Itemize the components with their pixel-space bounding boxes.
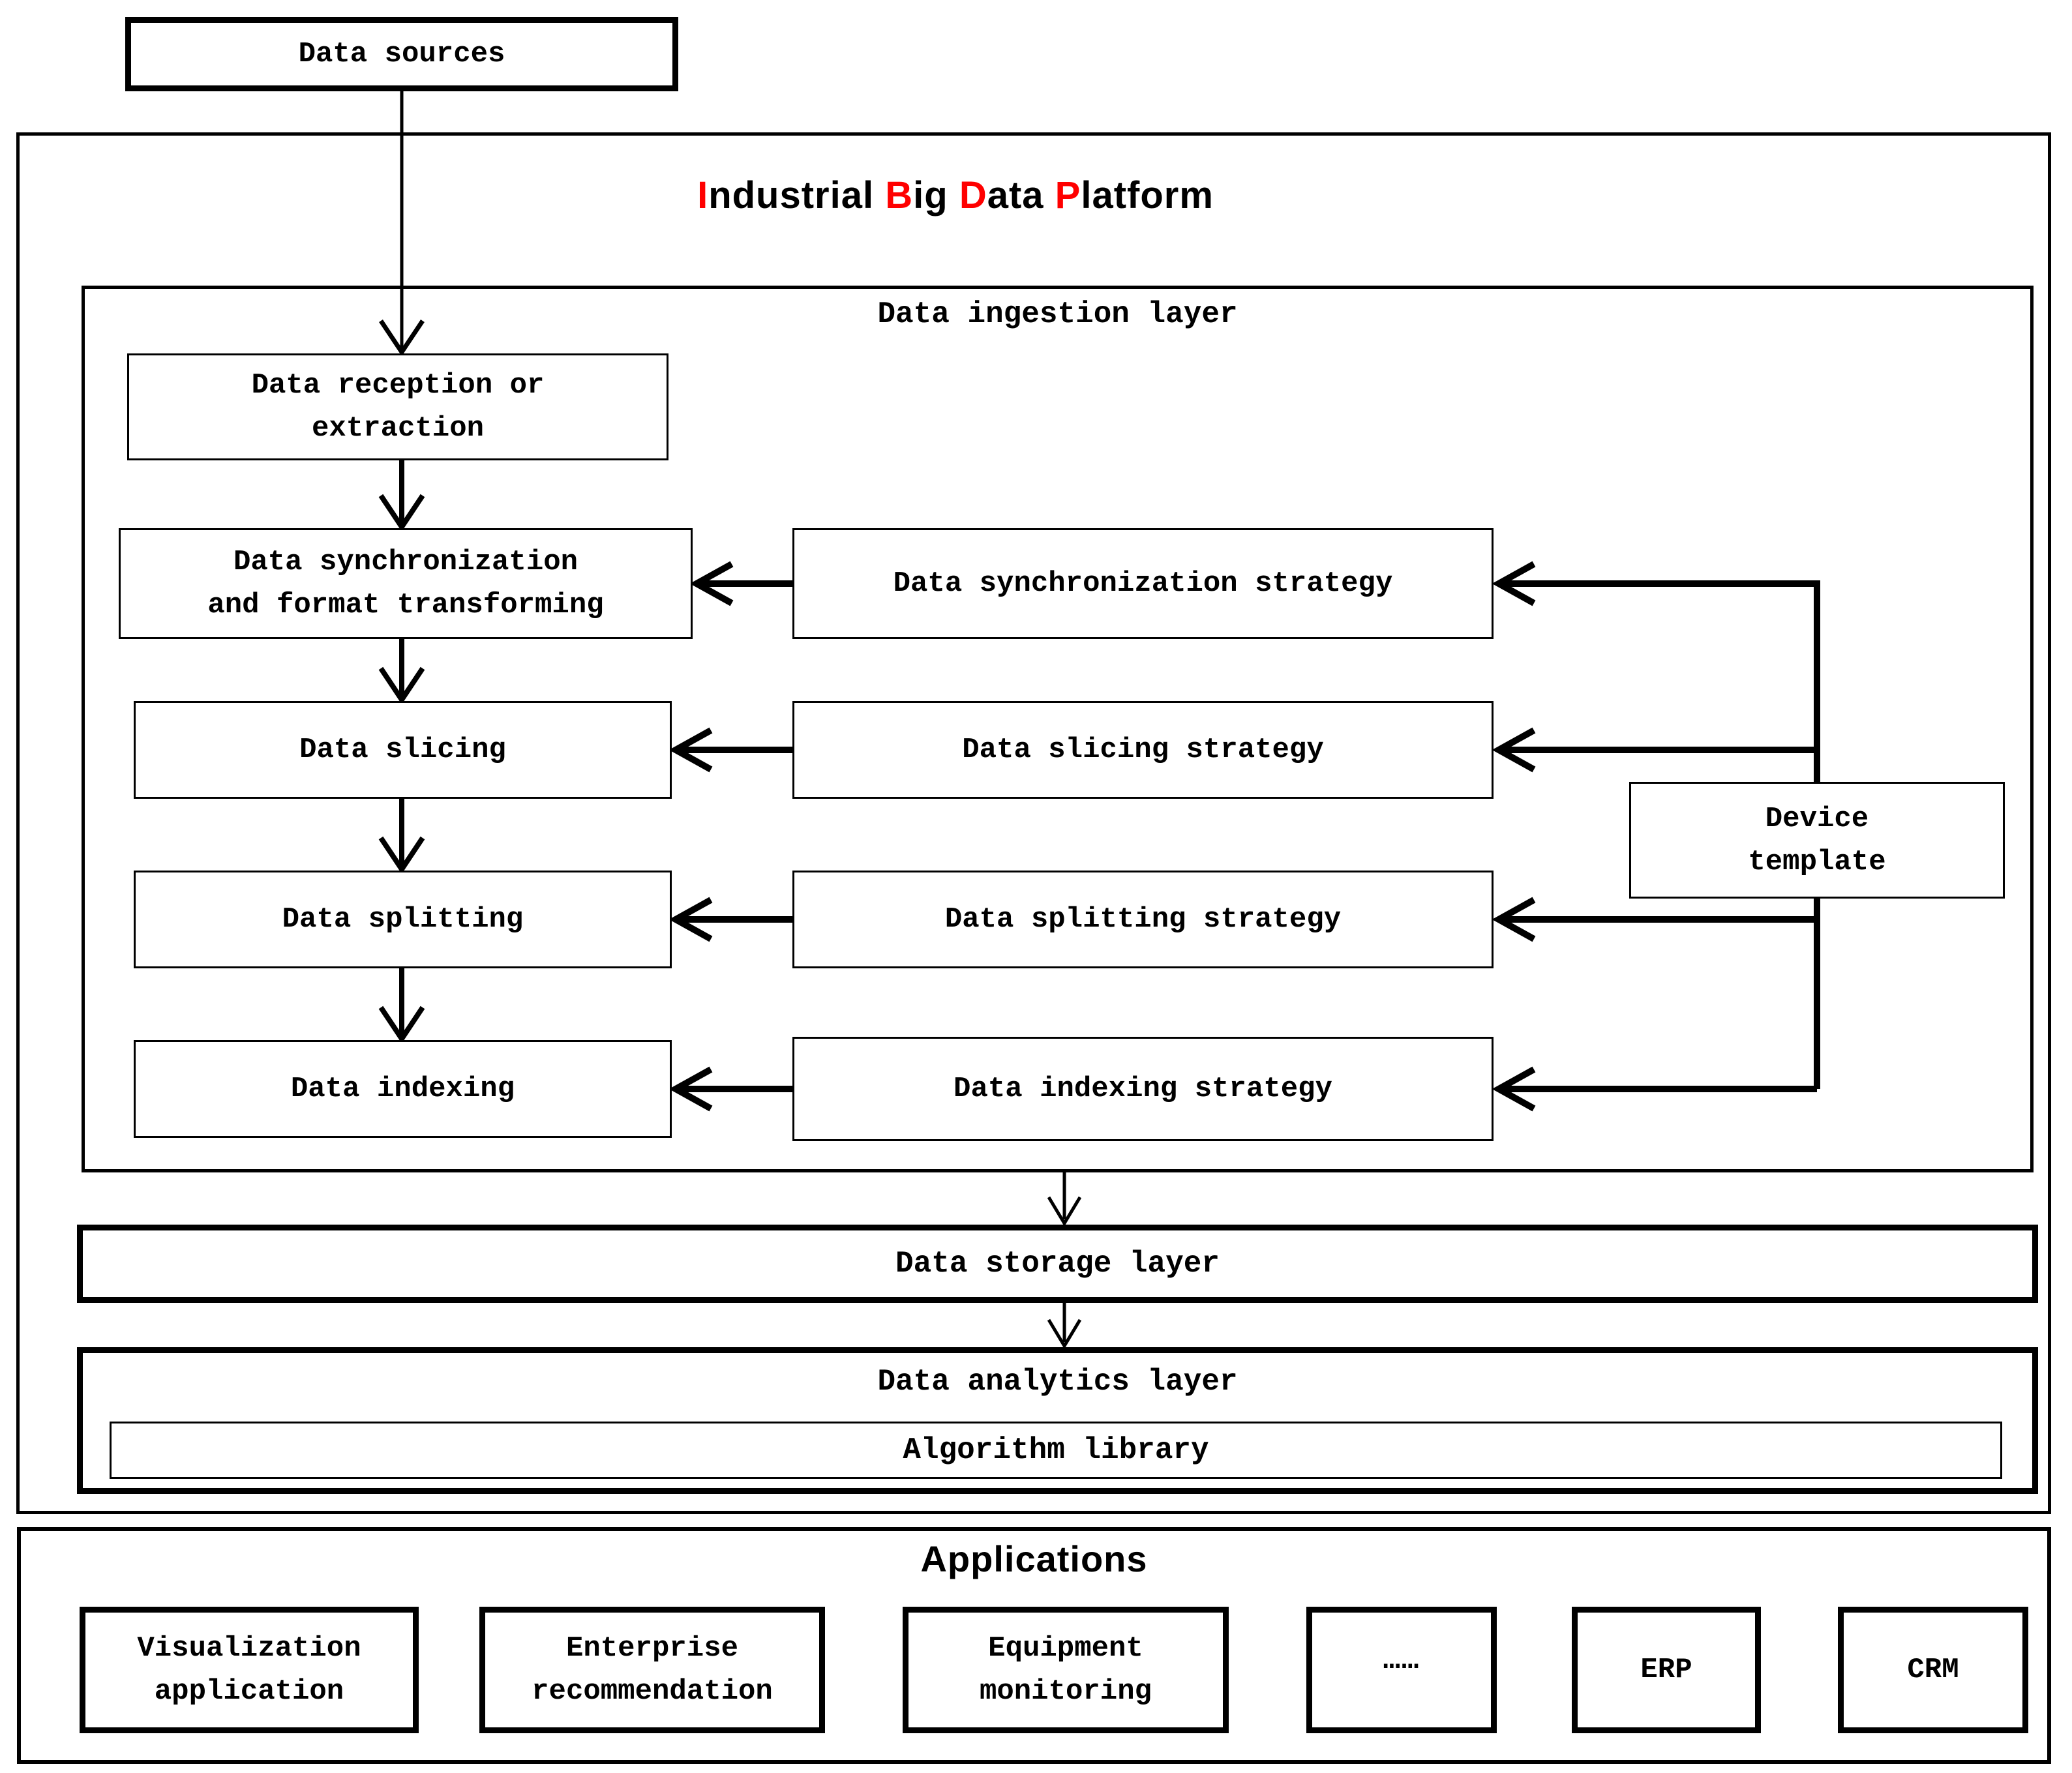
ingestion-layer-frame xyxy=(82,286,2034,1172)
arrow-splittingstrategy-to-splitting xyxy=(668,897,792,942)
slicing-strategy-box: Data slicing strategy xyxy=(792,701,1494,799)
platform-title-accent-4: P xyxy=(1055,174,1081,216)
data-synchronization-label: Data synchronization and format transfor… xyxy=(207,546,604,621)
app-visualization-label: Visualization application xyxy=(137,1632,361,1708)
arrow-splitting-to-indexing xyxy=(378,968,425,1044)
storage-layer-box: Data storage layer xyxy=(77,1225,2038,1303)
applications-frame xyxy=(17,1527,2051,1764)
splitting-strategy-label: Data splitting strategy xyxy=(944,903,1342,936)
data-sources-box: Data sources xyxy=(125,17,678,91)
arrow-indexingstrategy-to-indexing xyxy=(668,1066,792,1112)
data-reception-label: Data reception or extraction xyxy=(251,369,545,445)
platform-title-rest-4: latform xyxy=(1081,174,1214,216)
arrow-sync-to-slicing xyxy=(378,639,425,705)
platform-title-accent-1: I xyxy=(697,174,709,216)
arrow-syncstrategy-to-sync xyxy=(689,561,792,606)
app-ellipsis-box: …… xyxy=(1306,1607,1497,1733)
platform-frame xyxy=(16,132,2051,1514)
platform-title: Industrial Big Data Platform xyxy=(434,173,1477,217)
app-visualization-box: Visualization application xyxy=(80,1607,419,1733)
platform-title-accent-3: D xyxy=(959,174,987,216)
platform-title-rest-1: ndustrial xyxy=(708,174,875,216)
sync-strategy-label: Data synchronization strategy xyxy=(893,567,1393,600)
indexing-strategy-box: Data indexing strategy xyxy=(792,1037,1494,1141)
data-indexing-box: Data indexing xyxy=(134,1040,672,1138)
platform-title-rest-3: ata xyxy=(987,174,1044,216)
slicing-strategy-label: Data slicing strategy xyxy=(962,734,1324,766)
app-ellipsis-label: …… xyxy=(1383,1644,1420,1677)
analytics-layer-label: Data analytics layer xyxy=(877,1365,1238,1399)
ingestion-layer-label: Data ingestion layer xyxy=(877,297,1238,331)
data-sources-label: Data sources xyxy=(298,38,505,70)
app-enterprise-box: Enterprise recommendation xyxy=(479,1607,825,1733)
data-splitting-label: Data splitting xyxy=(282,903,524,936)
arrow-slicing-to-splitting xyxy=(378,799,425,874)
device-template-box: Device template xyxy=(1629,782,2005,899)
app-equipment-label: Equipment monitoring xyxy=(979,1632,1152,1708)
data-indexing-label: Data indexing xyxy=(290,1073,515,1105)
data-slicing-label: Data slicing xyxy=(299,734,506,766)
data-synchronization-box: Data synchronization and format transfor… xyxy=(119,528,693,639)
splitting-strategy-box: Data splitting strategy xyxy=(792,871,1494,968)
applications-title: Applications xyxy=(920,1538,1148,1579)
arrow-ingestion-to-storage xyxy=(1047,1172,1082,1227)
data-reception-box: Data reception or extraction xyxy=(127,353,668,460)
algorithm-library-box: Algorithm library xyxy=(110,1422,2002,1479)
app-crm-box: CRM xyxy=(1838,1607,2028,1733)
platform-title-accent-2: B xyxy=(885,174,914,216)
device-template-label: Device template xyxy=(1748,802,1886,878)
app-enterprise-label: Enterprise recommendation xyxy=(532,1632,773,1708)
sync-strategy-box: Data synchronization strategy xyxy=(792,528,1494,639)
arrow-slicingstrategy-to-slicing xyxy=(668,727,792,773)
arrow-storage-to-analytics xyxy=(1047,1303,1082,1349)
app-crm-label: CRM xyxy=(1907,1654,1959,1686)
app-equipment-box: Equipment monitoring xyxy=(903,1607,1229,1733)
data-splitting-box: Data splitting xyxy=(134,871,672,968)
algorithm-library-label: Algorithm library xyxy=(903,1433,1209,1467)
app-erp-box: ERP xyxy=(1572,1607,1761,1733)
app-erp-label: ERP xyxy=(1640,1654,1692,1686)
storage-layer-label: Data storage layer xyxy=(895,1246,1220,1281)
data-slicing-box: Data slicing xyxy=(134,701,672,799)
device-template-trunk xyxy=(1492,561,1820,1112)
indexing-strategy-label: Data indexing strategy xyxy=(953,1073,1332,1105)
platform-title-rest-2: ig xyxy=(913,174,948,216)
arrow-reception-to-sync xyxy=(378,460,425,532)
